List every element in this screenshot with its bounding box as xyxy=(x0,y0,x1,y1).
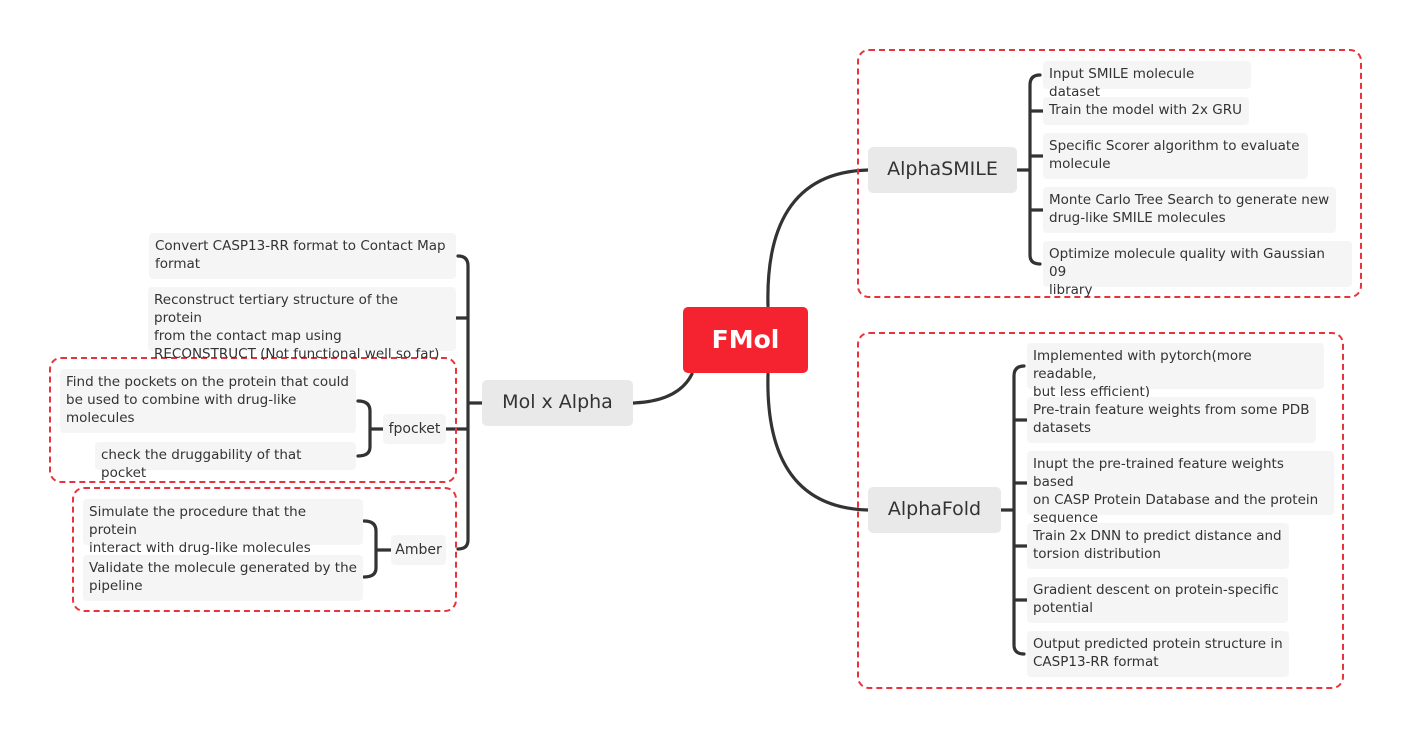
molxalpha-item[interactable]: Convert CASP13-RR format to Contact Map … xyxy=(149,233,456,279)
branch-alphafold[interactable]: AlphaFold xyxy=(868,487,1001,533)
boundary-amber xyxy=(72,487,457,612)
alphasmile-item[interactable]: Input SMILE molecule dataset xyxy=(1043,61,1251,100)
alphafold-item[interactable]: Inupt the pre-trained feature weights ba… xyxy=(1027,451,1334,526)
fpocket-item[interactable]: check the druggability of that pocket xyxy=(95,442,356,481)
alphafold-item[interactable]: Implemented with pytorch(more readable, … xyxy=(1027,343,1324,400)
connector-root-molxalpha xyxy=(631,372,694,405)
molxalpha-item[interactable]: Reconstruct tertiary structure of the pr… xyxy=(148,287,456,362)
alphafold-item[interactable]: Train 2x DNN to predict distance and tor… xyxy=(1027,523,1289,569)
connector-root-alphafold xyxy=(766,372,870,512)
boundary-fpocket xyxy=(49,357,457,483)
alphafold-item[interactable]: Gradient descent on protein-specific pot… xyxy=(1027,577,1288,623)
amber-node[interactable]: Amber xyxy=(391,535,446,565)
boundary-alphafold xyxy=(857,332,1344,689)
branch-mol-x-alpha[interactable]: Mol x Alpha xyxy=(482,380,633,426)
fpocket-node[interactable]: fpocket xyxy=(383,414,446,444)
boundary-alphasmile xyxy=(857,49,1362,298)
root-topic[interactable]: FMol xyxy=(683,307,808,373)
alphasmile-item[interactable]: Optimize molecule quality with Gaussian … xyxy=(1043,241,1352,298)
alphasmile-item[interactable]: Monte Carlo Tree Search to generate new … xyxy=(1043,187,1336,233)
connector-root-alphasmile xyxy=(766,168,870,308)
alphafold-item[interactable]: Pre-train feature weights from some PDB … xyxy=(1027,397,1316,443)
amber-item[interactable]: Simulate the procedure that the protein … xyxy=(83,499,363,556)
alphasmile-item[interactable]: Train the model with 2x GRU xyxy=(1043,97,1249,125)
alphafold-item[interactable]: Output predicted protein structure in CA… xyxy=(1027,631,1289,677)
amber-item[interactable]: Validate the molecule generated by the p… xyxy=(83,555,363,601)
alphasmile-item[interactable]: Specific Scorer algorithm to evaluate mo… xyxy=(1043,133,1308,179)
branch-alphasmile[interactable]: AlphaSMILE xyxy=(868,147,1017,193)
fpocket-item[interactable]: Find the pockets on the protein that cou… xyxy=(60,369,356,433)
